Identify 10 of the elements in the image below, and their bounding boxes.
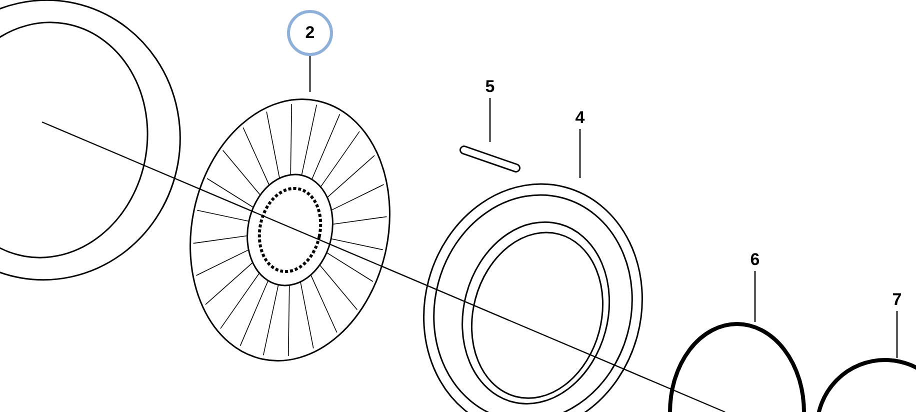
callout-number: 2: [287, 10, 333, 56]
callout-number: 6: [745, 249, 765, 271]
leader-line: [579, 129, 581, 178]
leader-line: [489, 98, 491, 142]
callout-number: 7: [887, 289, 907, 311]
leader-line: [896, 311, 898, 358]
leader-line: [754, 271, 756, 322]
callout-number: 5: [480, 76, 500, 98]
callout-number: 4: [570, 107, 590, 129]
leader-line: [309, 56, 311, 92]
